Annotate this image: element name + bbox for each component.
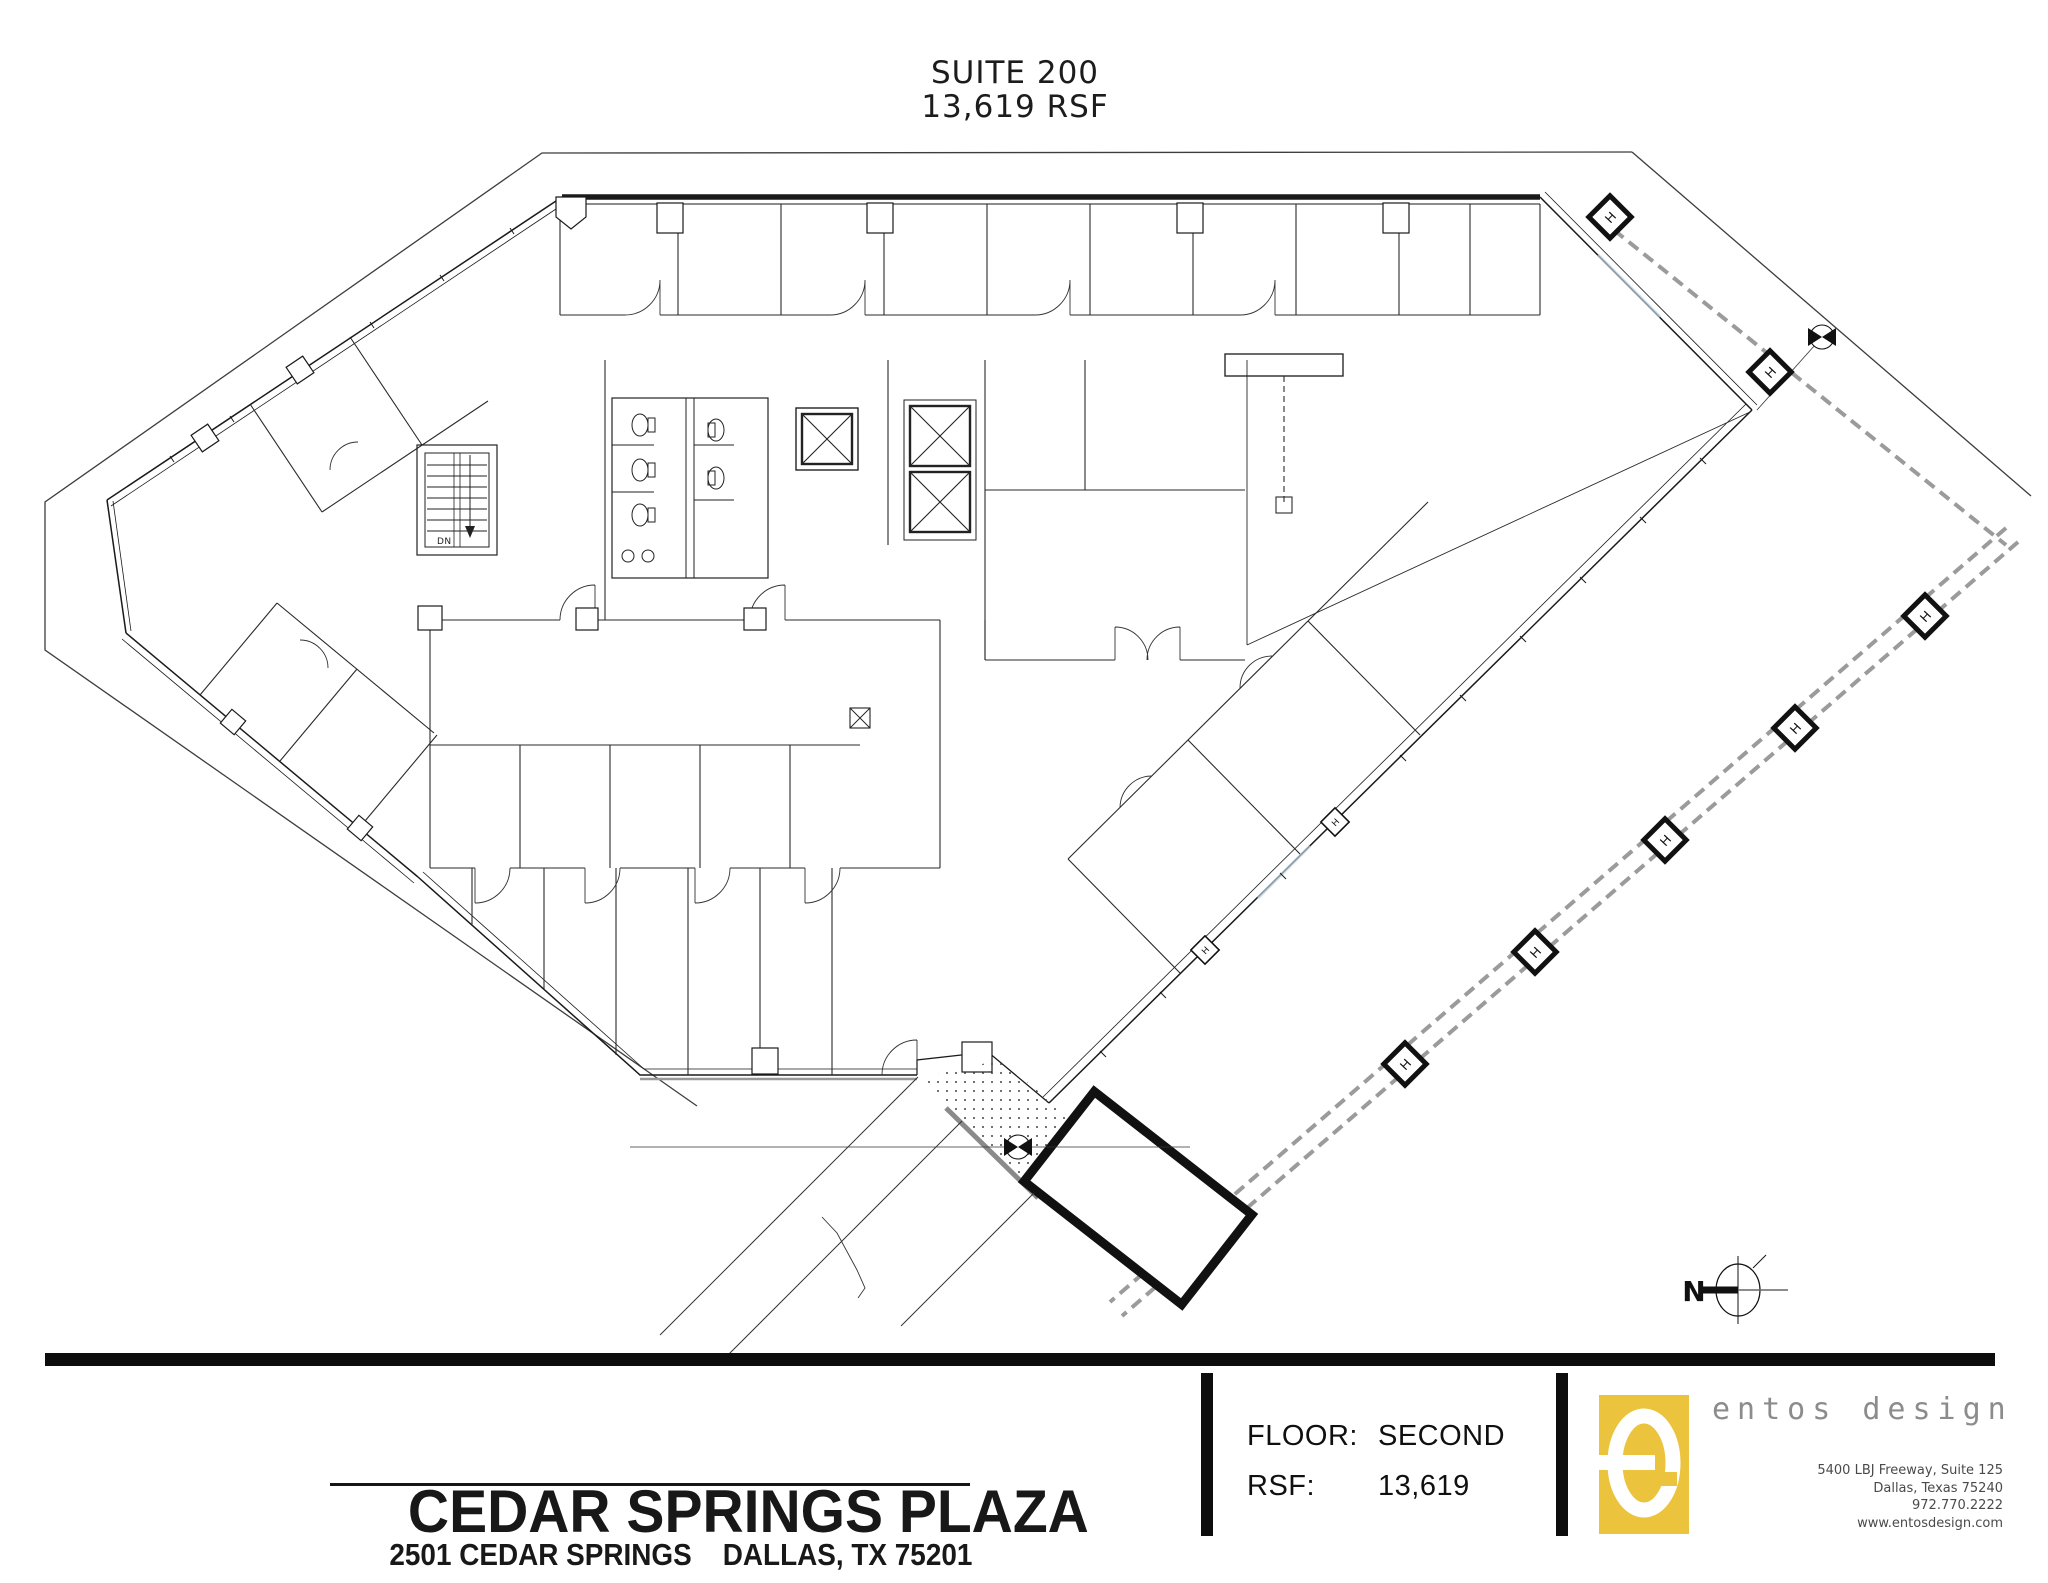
firm-address-line: 972.770.2222: [1912, 1498, 2003, 1513]
firm-address-line: www.entosdesign.com: [1857, 1515, 2003, 1531]
columns: [190, 196, 1410, 1075]
svg-text:H: H: [1199, 945, 1211, 957]
firm-name: entos design: [1712, 1392, 2013, 1427]
building-name: CEDAR SPRINGS PLAZA: [407, 1478, 1089, 1545]
stair-down-label: DN: [437, 537, 452, 547]
building-name-underline: [330, 1483, 970, 1486]
suite-name: SUITE 200: [930, 55, 1100, 91]
logo-e-notch: [1661, 1472, 1677, 1486]
column-markers: H H H H H H H H H: [1189, 192, 1950, 1089]
suite-area: 13,619 RSF: [921, 89, 1109, 125]
entry-area: [630, 324, 1836, 1356]
floor-info: FLOOR: SECOND RSF: 13,619: [1247, 1420, 1547, 1520]
firm-address-line: Dallas, Texas 75240: [1873, 1480, 2003, 1496]
entry-bridge: [659, 1076, 1035, 1356]
glass-mullions: [169, 227, 1707, 1058]
interior-walls: [199, 204, 1751, 1075]
suite-label: SUITE 200 13,619 RSF: [860, 56, 1170, 124]
stair: DN: [416, 444, 498, 556]
entos-logo-mark: [1591, 1395, 1689, 1534]
floor-label: FLOOR:: [1247, 1420, 1358, 1452]
firm-address: 5400 LBJ Freeway, Suite 125 Dallas, Texa…: [1703, 1462, 2003, 1532]
corner-keyplan-symbol: [1756, 324, 1836, 411]
north-arrow: N: [1682, 1254, 1788, 1324]
firm-address-line: 5400 LBJ Freeway, Suite 125: [1817, 1463, 2003, 1478]
titleblock-separator-right: [1556, 1373, 1568, 1536]
rsf-value: 13,619: [1378, 1470, 1470, 1502]
rsf-label: RSF:: [1247, 1470, 1316, 1502]
north-label: N: [1682, 1275, 1705, 1308]
entry-keyplan-symbol: [1004, 1134, 1032, 1160]
floor-value: SECOND: [1378, 1420, 1506, 1452]
titleblock-separator-left: [1201, 1373, 1213, 1536]
site-boundary: [44, 151, 2032, 1107]
elevators: [795, 399, 977, 729]
restrooms: [611, 397, 769, 579]
titleblock-divider-bar: [45, 1353, 1995, 1366]
walkway-lines: [1108, 228, 2020, 1318]
door-arcs: [299, 279, 1276, 1076]
logo-e-bar: [1591, 1455, 1655, 1470]
building-shell: [106, 191, 1758, 1104]
building-address: 2501 CEDAR SPRINGS DALLAS, TX 75201: [389, 1537, 973, 1572]
entry-canopy: [1017, 1085, 1259, 1311]
svg-text:H: H: [1329, 817, 1341, 829]
